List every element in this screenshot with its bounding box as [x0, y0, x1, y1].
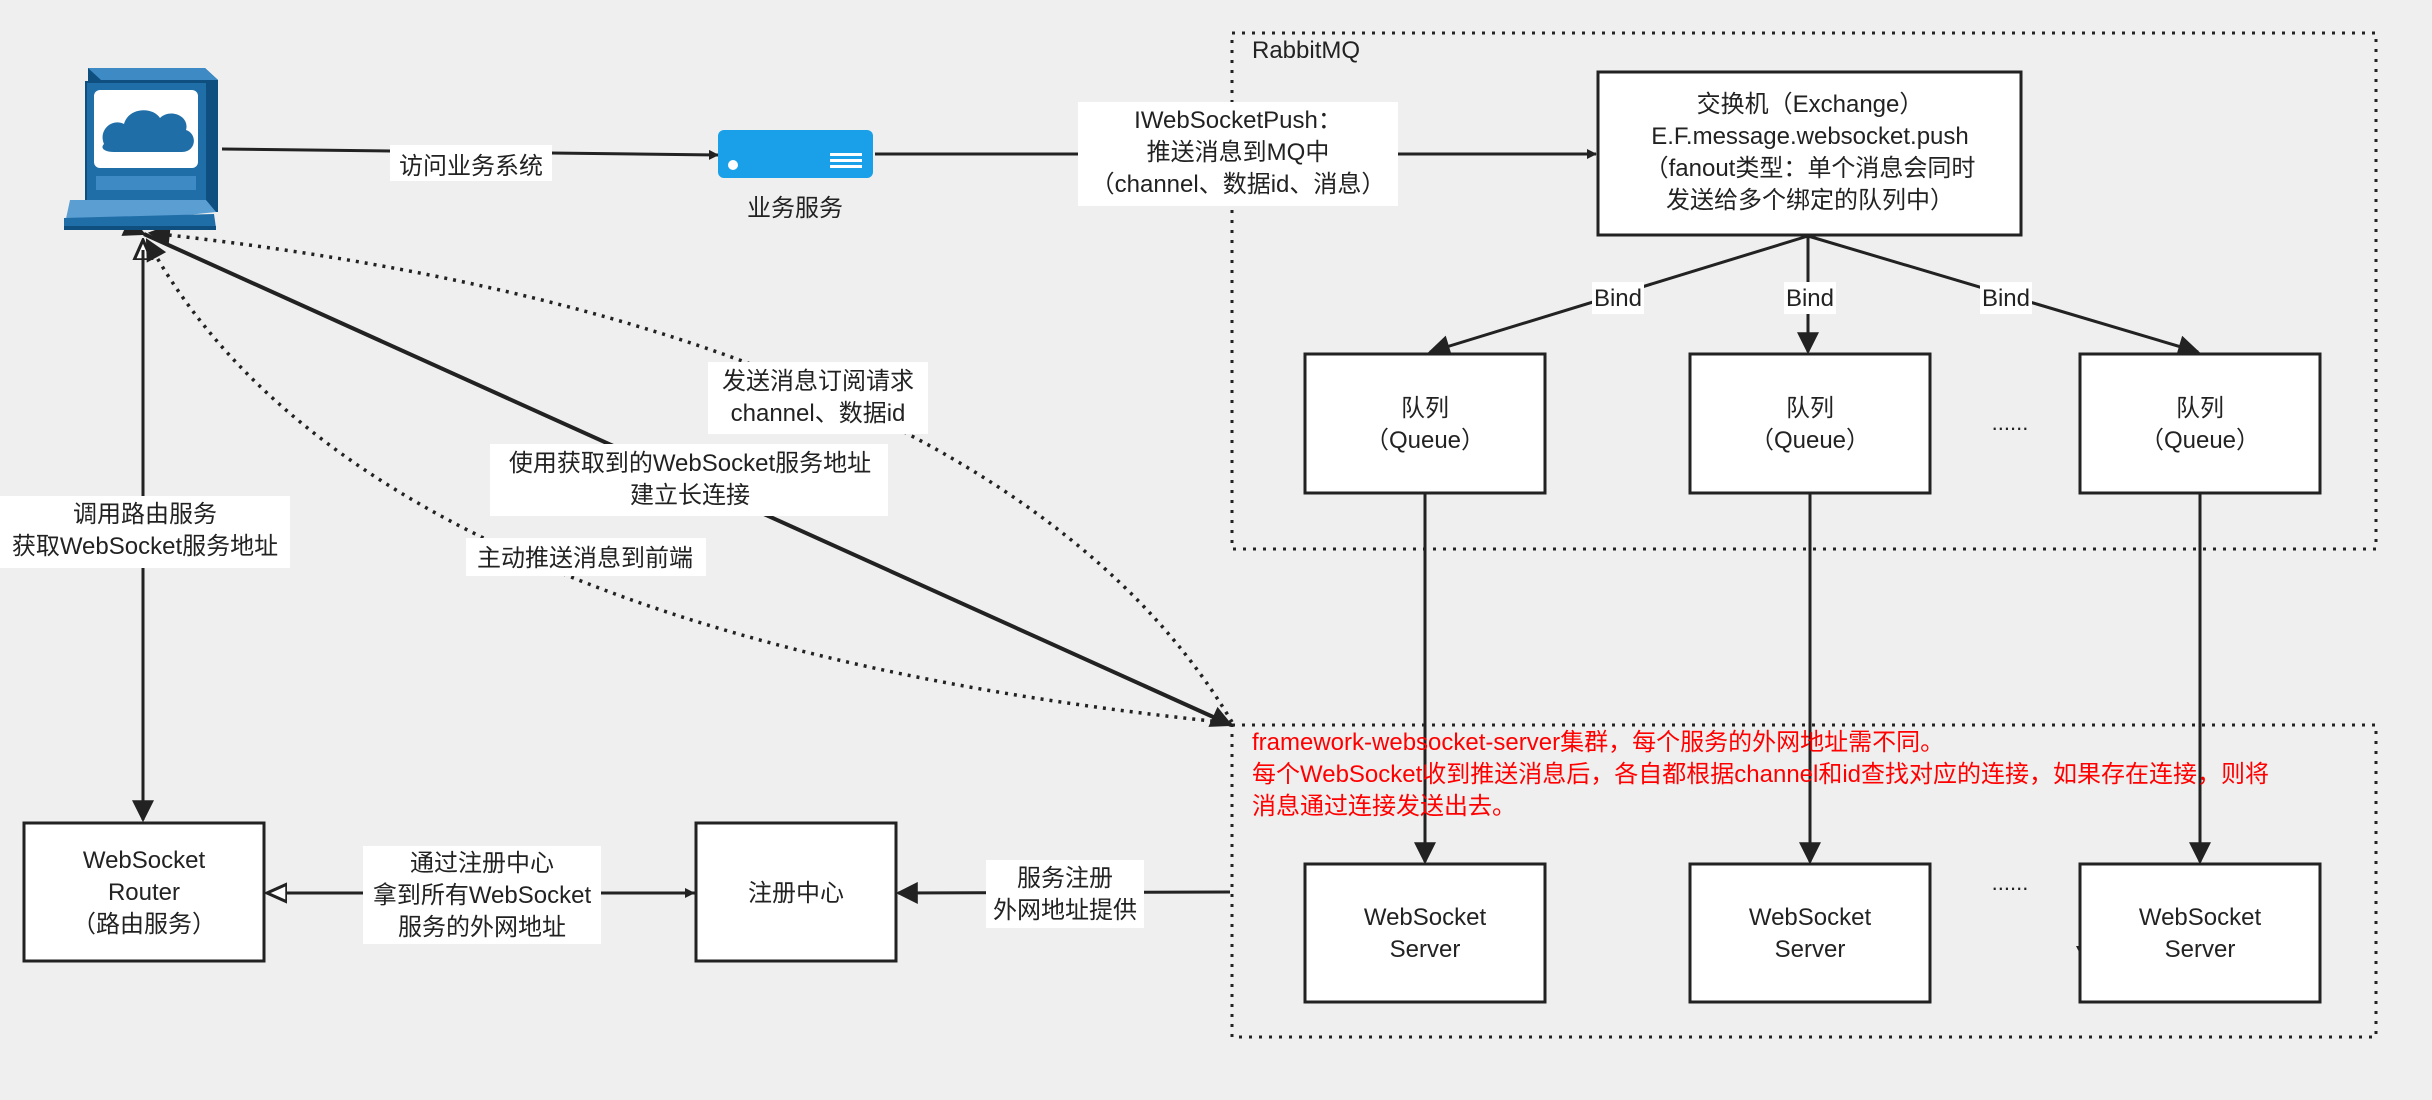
exchange-label-line-1: 交换机（Exchange）: [1697, 91, 1924, 118]
exchange-label-line-2: E.F.message.websocket.push: [1651, 123, 1969, 150]
exchange-label-line-4: 发送给多个绑定的队列中）: [1666, 187, 1954, 214]
websocket-router-label-line-3: （路由服务）: [72, 911, 216, 938]
registry-center-label: 注册中心: [748, 880, 844, 907]
queue-2-label-line-1: 队列: [1786, 395, 1834, 422]
edge-label-subscribe-line-2: channel、数据id: [731, 400, 906, 427]
websocket-router-node: [22, 821, 266, 963]
edge-label-subscribe-line-1: 发送消息订阅请求: [722, 368, 914, 395]
exchange-node: [1596, 70, 2023, 237]
websocket-server-2-label-line-2: Server: [1775, 936, 1846, 963]
edge-label-discover-line-1: 通过注册中心: [410, 850, 554, 877]
server-ellipsis: ......: [1992, 870, 2029, 895]
edge-label-bind-2: Bind: [1786, 285, 1834, 312]
websocket-server-2-label-line-1: WebSocket: [1749, 904, 1872, 931]
cluster-note-line-3: 消息通过连接发送出去。: [1252, 793, 1516, 820]
queue-node-3: [2078, 352, 2322, 495]
queue-1-label-line-2: （Queue）: [1365, 427, 1485, 454]
edge-label-register-line-1: 服务注册: [1017, 865, 1113, 892]
websocket-router-label-line-1: WebSocket: [83, 847, 206, 874]
rabbitmq-group-label: RabbitMQ: [1252, 37, 1360, 64]
cluster-note-line-2: 每个WebSocket收到推送消息后，各自都根据channel和id查找对应的连…: [1252, 761, 2269, 788]
queue-3-label-line-1: 队列: [2176, 395, 2224, 422]
cluster-note-line-1: framework-websocket-server集群，每个服务的外网地址需不…: [1252, 729, 1944, 756]
edge-label-bind-1: Bind: [1594, 285, 1642, 312]
edge-label-bind-3: Bind: [1982, 285, 2030, 312]
edge-label-connect-line-1: 使用获取到的WebSocket服务地址: [509, 450, 871, 477]
registry-center-node: [694, 821, 898, 963]
edge-label-connect-line-2: 建立长连接: [630, 482, 750, 509]
websocket-cluster-note: framework-websocket-server集群，每个服务的外网地址需不…: [1252, 729, 2269, 820]
queue-2-label-line-2: （Queue）: [1750, 427, 1870, 454]
edge-label-route-line-2: 获取WebSocket服务地址: [12, 533, 278, 560]
websocket-server-3-label-line-2: Server: [2165, 936, 2236, 963]
queue-1-label-line-1: 队列: [1401, 395, 1449, 422]
websocket-server-node-2: [1688, 862, 1932, 1004]
edge-label-discover-line-3: 服务的外网地址: [398, 914, 566, 941]
websocket-server-node-1: [1303, 862, 1547, 1004]
edge-label-push-line-2: 推送消息到MQ中: [1147, 139, 1330, 166]
edge-label-register-line-2: 外网地址提供: [993, 897, 1137, 924]
ellipsis-labels: ...... ......: [1992, 410, 2029, 895]
websocket-cluster-group: [1230, 723, 2378, 1039]
queue-ellipsis: ......: [1992, 410, 2029, 435]
edge-label-discover-line-2: 拿到所有WebSocket: [373, 882, 592, 909]
business-service-label: 业务服务: [747, 195, 843, 222]
queue-3-label-line-2: （Queue）: [2140, 427, 2260, 454]
computer-monitor-icon: [64, 68, 218, 230]
websocket-router-label-line-2: Router: [108, 879, 180, 906]
edge-label-route-line-1: 调用路由服务: [73, 501, 217, 528]
queue-node-2: [1688, 352, 1932, 495]
edge-label-push-line-1: IWebSocketPush：: [1134, 107, 1342, 134]
websocket-server-node-3: [2078, 862, 2322, 1004]
websocket-server-3-label-line-1: WebSocket: [2139, 904, 2262, 931]
websocket-server-1-label-line-2: Server: [1390, 936, 1461, 963]
queue-node-1: [1303, 352, 1547, 495]
label-backgrounds: [0, 102, 2032, 944]
labels: 访问业务系统 主动推送消息到前端 交换机（Exchange） E.F.messag…: [12, 91, 2262, 963]
edge-label-push-line-3: （channel、数据id、消息）: [1091, 171, 1386, 198]
server-rack-icon: [718, 130, 873, 178]
websocket-server-1-label-line-1: WebSocket: [1364, 904, 1487, 931]
exchange-label-line-3: （fanout类型：单个消息会同时: [1645, 155, 1976, 182]
edge-label-active-push: 主动推送消息到前端: [477, 545, 693, 572]
edge-label-visit: 访问业务系统: [399, 153, 543, 180]
